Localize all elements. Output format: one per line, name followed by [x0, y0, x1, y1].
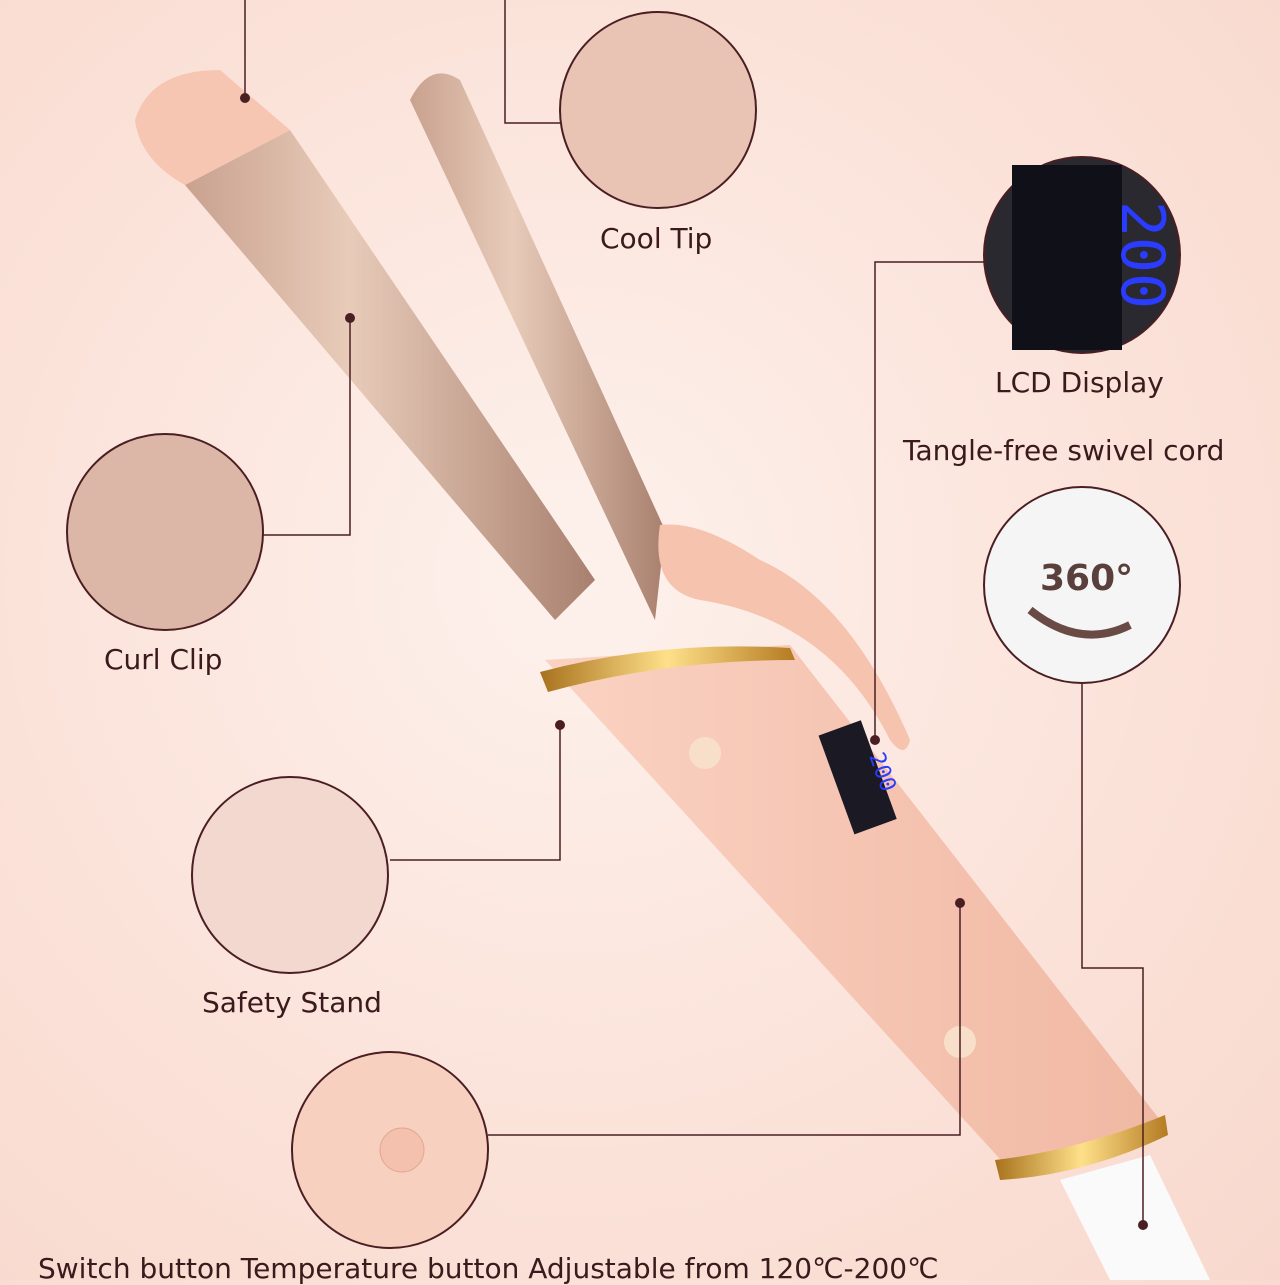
label-bottom-caption: Switch button Temperature button Adjusta…	[38, 1252, 939, 1285]
temp-button	[689, 737, 721, 769]
curl-clip-callout	[66, 433, 264, 631]
label-curl-clip: Curl Clip	[104, 643, 223, 676]
label-lcd-display: LCD Display	[995, 366, 1164, 399]
gold-ring-top	[540, 646, 795, 692]
swivel-callout	[983, 486, 1181, 684]
cord-swivel	[1060, 1155, 1210, 1280]
label-safety-stand: Safety Stand	[202, 986, 382, 1019]
safety-stand-callout	[191, 776, 389, 974]
svg-text:200: 200	[1107, 201, 1177, 309]
rotation-badge: 360°	[1040, 558, 1133, 599]
label-swivel-cord: Tangle-free swivel cord	[903, 434, 1225, 467]
barrel	[185, 130, 595, 620]
clip-lever	[658, 524, 910, 750]
cool-tip-callout	[559, 11, 757, 209]
gold-ring-bottom	[995, 1115, 1168, 1180]
handle	[545, 645, 1160, 1170]
cool-tip	[135, 70, 290, 185]
label-cool-tip: Cool Tip	[600, 222, 713, 255]
lcd-panel	[818, 720, 897, 835]
clip	[410, 73, 665, 621]
